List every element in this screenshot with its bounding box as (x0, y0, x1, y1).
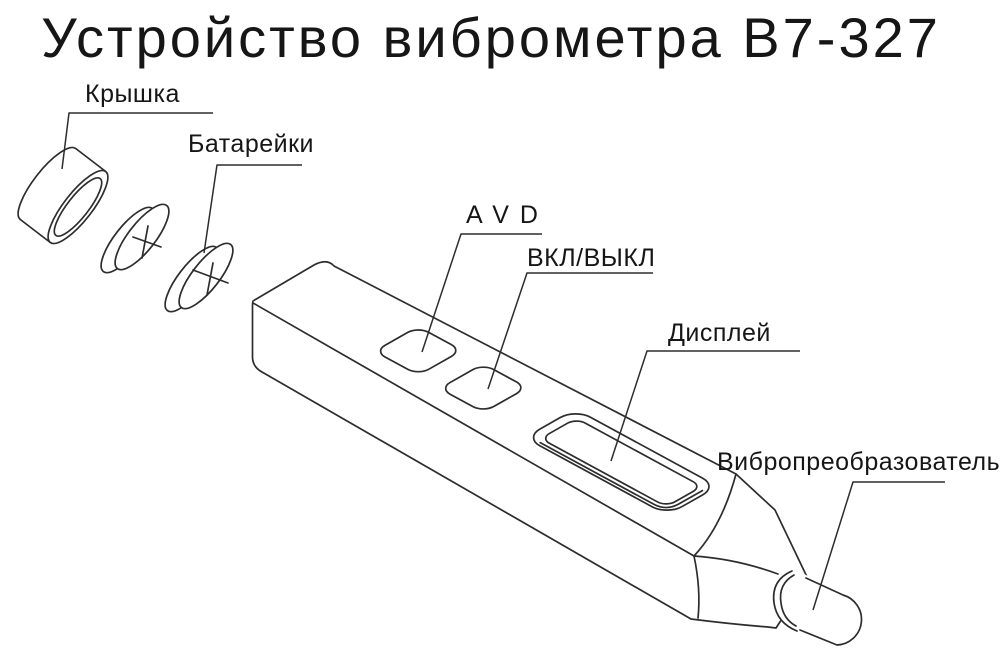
page-title: Устройство виброметра В7-327 (41, 6, 941, 69)
display-leader-line (610, 350, 800, 462)
battery-1-plus-icon (132, 225, 162, 259)
battery-1 (100, 203, 170, 274)
tip-capsule (799, 577, 863, 646)
transducer-tip (772, 569, 863, 646)
part-labels: Крышка Батарейки A V D ВКЛ/ВЫКЛ Дисплей … (85, 80, 1000, 476)
collar-fill (772, 569, 810, 633)
device-body (251, 260, 863, 646)
cap-side-lines (19, 147, 107, 244)
body-top-near-edge (252, 302, 695, 557)
display-screen (541, 418, 702, 506)
nose-seam-right (693, 555, 779, 575)
power-label: ВКЛ/ВЫКЛ (527, 244, 655, 272)
button-power (440, 364, 527, 413)
transducer-label: Вибропреобразователь (717, 448, 1000, 476)
battery-2 (164, 242, 234, 313)
batteries-label: Батарейки (188, 130, 314, 158)
transducer-leader-line (812, 481, 945, 611)
device-body-outline (251, 260, 809, 629)
display-bezel (525, 409, 718, 515)
avd-leader-line (421, 233, 542, 353)
display-depth-line (540, 422, 702, 511)
battery-2-face (178, 242, 234, 310)
display-label: Дисплей (668, 319, 771, 347)
batteries-leader-line (203, 164, 302, 254)
nose-seam-top (693, 473, 737, 557)
power-leader-line (487, 272, 653, 390)
collar-outer-arc (772, 570, 798, 632)
battery-2-plus-icon (192, 262, 229, 296)
cap-label: Крышка (85, 80, 180, 108)
battery-1-face (114, 203, 170, 271)
cap-rim-outer (47, 169, 109, 245)
cap-connector-fill (20, 148, 106, 243)
cap-leader-line (61, 112, 213, 170)
button-avd (375, 327, 462, 376)
cap-rim-inner (53, 177, 103, 237)
leader-lines (61, 112, 945, 611)
nose-seam-left (693, 555, 700, 619)
collar-inner-arc (779, 574, 797, 627)
top-face-items (370, 325, 718, 515)
avd-label: A V D (466, 201, 540, 229)
